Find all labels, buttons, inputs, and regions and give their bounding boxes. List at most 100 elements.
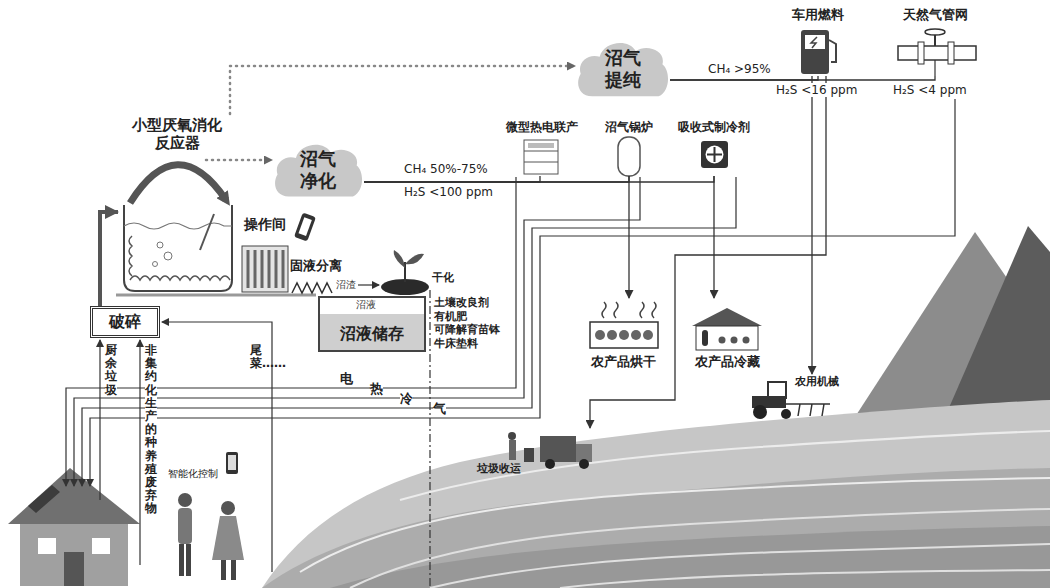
house-part bbox=[20, 520, 128, 586]
house-part bbox=[38, 538, 56, 554]
node-text: 吸收式制冷剂 bbox=[678, 120, 750, 134]
node-text: 沼气净化 bbox=[298, 148, 338, 191]
cloud-outline bbox=[275, 145, 362, 197]
equipment-icons-part bbox=[801, 30, 829, 74]
connector-line bbox=[628, 176, 629, 298]
equipment-icons-part bbox=[731, 337, 738, 344]
text-label: H₂S <4 ppm bbox=[893, 83, 967, 97]
connector-line bbox=[590, 76, 826, 428]
equipment-icons-part bbox=[692, 308, 762, 326]
equipment-icons-part bbox=[524, 151, 558, 162]
text-label: 智能化控制 bbox=[168, 468, 218, 480]
equipment-icons-part bbox=[631, 330, 641, 340]
farmers-part bbox=[186, 544, 191, 576]
supply-wires-part bbox=[82, 177, 736, 486]
equipment-icons-part bbox=[781, 409, 791, 419]
phone-icon-part bbox=[299, 217, 312, 236]
equipment-icons-part bbox=[545, 459, 555, 469]
connector-line bbox=[236, 159, 272, 162]
control-room-part bbox=[242, 246, 288, 292]
equipment-icons-part bbox=[743, 337, 750, 344]
equipment-icons-part bbox=[607, 330, 617, 340]
separation-and-digestate-part bbox=[405, 254, 424, 265]
farmers-part bbox=[221, 501, 235, 515]
terraced-field-part bbox=[262, 400, 1050, 588]
cloud-outline bbox=[578, 43, 668, 96]
connector-line bbox=[670, 76, 935, 80]
supply-wires bbox=[66, 99, 955, 572]
farmers-part bbox=[178, 493, 192, 507]
text-label: CH₄ 50%-75% bbox=[404, 162, 488, 176]
equipment-icons-part bbox=[619, 330, 629, 340]
dryer-node: 农产品烘干 bbox=[578, 298, 668, 370]
equipment-icons-part bbox=[540, 436, 576, 462]
supply-wires-part bbox=[90, 99, 955, 486]
node-text: 小型厌氧消化反应器 bbox=[127, 116, 227, 152]
node-text: 微型热电联产 bbox=[506, 120, 578, 134]
text-label: 干化 bbox=[432, 271, 454, 284]
supply-wires-part bbox=[99, 340, 100, 500]
phone-icon-part bbox=[294, 212, 316, 241]
equipment-icons-part bbox=[701, 141, 728, 168]
separation-and-digestate-part bbox=[292, 283, 332, 293]
tractor-node: 农用机械 bbox=[742, 374, 847, 420]
equipment-icons-part bbox=[602, 302, 656, 318]
reactor-vessel-part bbox=[129, 236, 132, 276]
vertical-label: 厨余垃圾 bbox=[105, 344, 117, 397]
control-room-node: 操作间 bbox=[240, 214, 290, 292]
terraced-field-part bbox=[560, 570, 1050, 588]
separation-and-digestate-part bbox=[429, 290, 430, 586]
reactor-vessel-part bbox=[124, 223, 232, 229]
equipment-icons-part bbox=[595, 330, 605, 340]
connector-line bbox=[713, 176, 714, 298]
text-label: 土壤改良剂 bbox=[434, 296, 489, 309]
text-label: CH₄ >95% bbox=[708, 62, 771, 76]
node-text: 沼气锅炉 bbox=[605, 120, 653, 134]
equipment-icons-part bbox=[618, 137, 640, 176]
cold-store-node: 农产品冷藏 bbox=[682, 298, 772, 370]
separation-and-digestate-part bbox=[394, 250, 405, 268]
node-text: 天然气管网 bbox=[903, 7, 968, 23]
supply-wires-part bbox=[139, 340, 140, 565]
connector-line bbox=[364, 176, 714, 182]
equipment-icons-part bbox=[948, 42, 954, 64]
boiler-node: 沼气锅炉 bbox=[596, 118, 662, 176]
node-text: 沼液储存 bbox=[340, 324, 404, 343]
control-room bbox=[242, 212, 316, 292]
cloud-node: 沼气提纯 bbox=[575, 36, 670, 102]
text-label: 牛床垫料 bbox=[434, 337, 478, 350]
farmers-part bbox=[231, 560, 236, 580]
connector-line bbox=[100, 212, 118, 306]
terraced-field bbox=[262, 400, 1050, 588]
node-text: 破碎 bbox=[109, 312, 141, 331]
equipment-icons-part bbox=[768, 382, 786, 398]
vertical-label: 尾菜…… bbox=[250, 344, 262, 370]
supply-wires-part bbox=[162, 322, 272, 572]
equipment-icons-part bbox=[524, 448, 534, 462]
text-label: H₂S <100 ppm bbox=[404, 185, 493, 199]
equipment-icons-part bbox=[643, 330, 653, 340]
node-text: 农用机械 bbox=[795, 375, 839, 388]
equipment-icons-part bbox=[719, 337, 726, 344]
terraced-field-part bbox=[430, 544, 1050, 588]
vertical-label: 非集约化生产的种养殖废弃物 bbox=[145, 344, 157, 515]
reactor-vessel-part bbox=[164, 252, 172, 260]
process-box: 破碎 bbox=[90, 306, 160, 338]
reactor-vessel-part bbox=[124, 205, 232, 291]
reactor-vessel-part bbox=[157, 242, 163, 248]
equipment-icons-part bbox=[805, 35, 825, 49]
equipment-icons-part bbox=[528, 143, 554, 148]
text-label: H₂S <16 ppm bbox=[776, 83, 857, 97]
chiller-node: 吸收式制冷剂 bbox=[668, 118, 760, 176]
farmers-part bbox=[226, 452, 238, 474]
equipment-icons bbox=[508, 29, 976, 469]
reactor-vessel-part bbox=[116, 294, 316, 297]
supply-wires-part bbox=[66, 177, 516, 486]
equipment-icons-part bbox=[702, 330, 708, 346]
node-text: 沼气提纯 bbox=[603, 47, 643, 90]
equipment-icons-part bbox=[898, 46, 976, 60]
text-label: 沼渣 bbox=[336, 279, 356, 291]
reactor-vessel-part bbox=[206, 159, 236, 162]
connector-line bbox=[364, 176, 540, 182]
equipment-icons-part bbox=[508, 432, 516, 440]
